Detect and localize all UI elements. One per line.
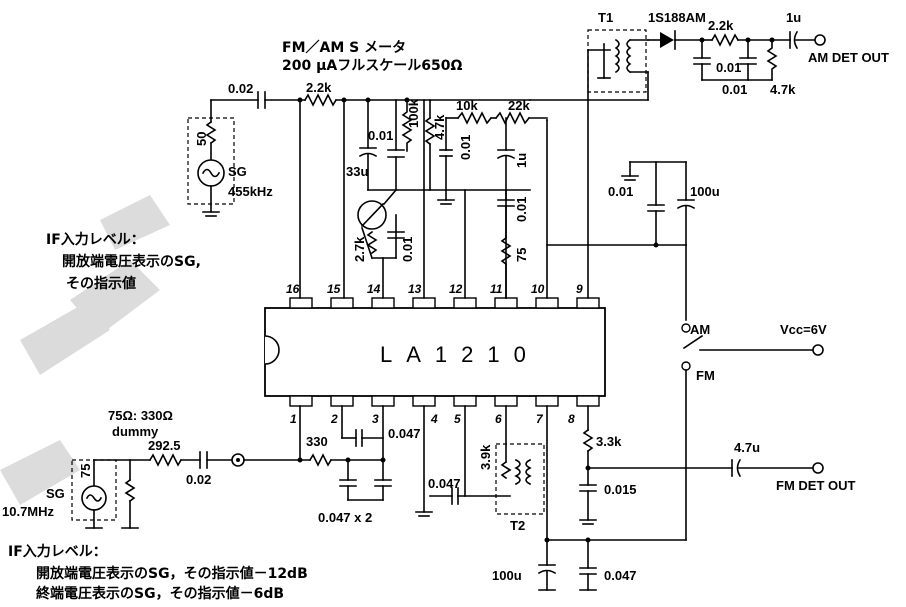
labels: FM／AM S メータ 200 μAフルスケール650Ω T1 1S188AM … (2, 10, 889, 602)
label-r-2k2-am: 2.2k (708, 18, 734, 33)
ic-la1210: LA1210 (264, 307, 606, 397)
pin-6-label: 6 (495, 412, 502, 426)
pin-13-label: 13 (408, 282, 422, 296)
pin-11-label: 11 (490, 282, 503, 296)
pin-12-label: 12 (449, 282, 463, 296)
label-r-330: 330 (306, 434, 328, 449)
label-fm-det-out: FM DET OUT (776, 478, 855, 493)
ic-pins-top (289, 297, 600, 309)
pin-9-label: 9 (576, 282, 583, 296)
label-cap-001-f: 0.01 (400, 237, 415, 262)
pin-14-label: 14 (367, 282, 381, 296)
label-diode: 1S188AM (648, 10, 706, 25)
pin-2-label: 2 (330, 412, 338, 426)
ic-part-number: LA1210 (380, 342, 540, 367)
label-r-50: 50 (194, 132, 209, 146)
label-cap-33u: 33u (346, 164, 368, 179)
note-if-am-title: IF入力レベル： (46, 231, 145, 248)
meter-spec-line2: 200 μAフルスケール650Ω (282, 58, 462, 74)
label-cap-001-d: 0.01 (458, 135, 473, 160)
label-r-100k: 100k (406, 98, 421, 128)
label-sg-fm-freq: 10.7MHz (2, 504, 55, 519)
meter-spec-line1: FM／AM S メータ (282, 40, 406, 56)
watermark (0, 195, 170, 505)
pin-16-label: 16 (286, 282, 300, 296)
label-r-3k9: 3.9k (478, 444, 493, 470)
pin-4-label: 4 (430, 412, 438, 426)
label-cap-0047-c: 0.047 (428, 476, 461, 491)
label-dummy-1: 75Ω: 330Ω (108, 408, 173, 423)
pin-1-label: 1 (290, 412, 297, 426)
label-r-2k7: 2.7k (352, 236, 367, 262)
label-cap-100u-b: 100u (492, 568, 522, 583)
pin-15-label: 15 (327, 282, 341, 296)
pin-8-label: 8 (568, 412, 575, 426)
label-cap-001-g: 0.01 (608, 184, 633, 199)
label-dummy-2: dummy (112, 424, 159, 439)
label-cap-100u-a: 100u (690, 184, 720, 199)
label-r-4k7-v: 4.7k (432, 114, 447, 140)
label-cap-0047-a: 0.047 (388, 426, 421, 441)
label-cap-001-e: 0.01 (514, 197, 529, 222)
label-cap-1u-v: 1u (514, 153, 529, 168)
note-if-am-line2: その指示値 (66, 275, 136, 292)
label-t2: T2 (510, 518, 525, 533)
label-sg-am: SG (228, 164, 247, 179)
label-fm: FM (696, 368, 715, 383)
pin-10-label: 10 (531, 282, 545, 296)
note-if-am-line1: 開放端電圧表示のSG, (62, 253, 201, 270)
label-am-det-out: AM DET OUT (808, 50, 889, 65)
label-r-22k: 22k (508, 98, 530, 113)
label-cap-0015: 0.015 (604, 482, 637, 497)
bottom-wiring (71, 405, 824, 591)
label-r-3k3: 3.3k (596, 434, 622, 449)
label-cap-1u: 1u (786, 10, 801, 25)
label-cap-0047-b: 0.047 (604, 568, 637, 583)
label-sg-am-freq: 455kHz (228, 184, 273, 199)
pin-7-label: 7 (536, 412, 544, 426)
note-if-fm-line1: 開放端電圧表示のSG，その指示値－12dB (36, 565, 308, 582)
note-if-fm-title: IF入力レベル： (8, 543, 107, 560)
ic-pins-bottom (289, 395, 600, 407)
label-cap-4u7: 4.7u (734, 440, 760, 455)
label-r-292: 292.5 (148, 438, 181, 453)
label-sg-fm: SG (46, 486, 65, 501)
label-cap-0047x2: 0.047 x 2 (318, 510, 372, 525)
label-cap-001-c: 0.01 (368, 128, 393, 143)
label-cap-001-b: 0.01 (722, 82, 747, 97)
label-cap-002-in: 0.02 (228, 81, 253, 96)
label-r-10k: 10k (456, 98, 478, 113)
pin-5-label: 5 (454, 412, 461, 426)
pin-3-label: 3 (372, 412, 379, 426)
label-r-4k7: 4.7k (770, 82, 796, 97)
label-t1: T1 (598, 10, 613, 25)
label-am: AM (690, 322, 710, 337)
label-cap-002-fm: 0.02 (186, 472, 211, 487)
label-r-75: 75 (514, 248, 529, 262)
label-vcc: Vcc=6V (780, 322, 827, 337)
label-cap-001-a: 0.01 (716, 60, 741, 75)
label-r-2k2-in: 2.2k (306, 80, 332, 95)
note-if-fm-line2: 終端電圧表示のSG，その指示値－6dB (36, 585, 284, 602)
top-wiring (187, 29, 826, 541)
label-r-75-sg: 75 (78, 464, 93, 478)
